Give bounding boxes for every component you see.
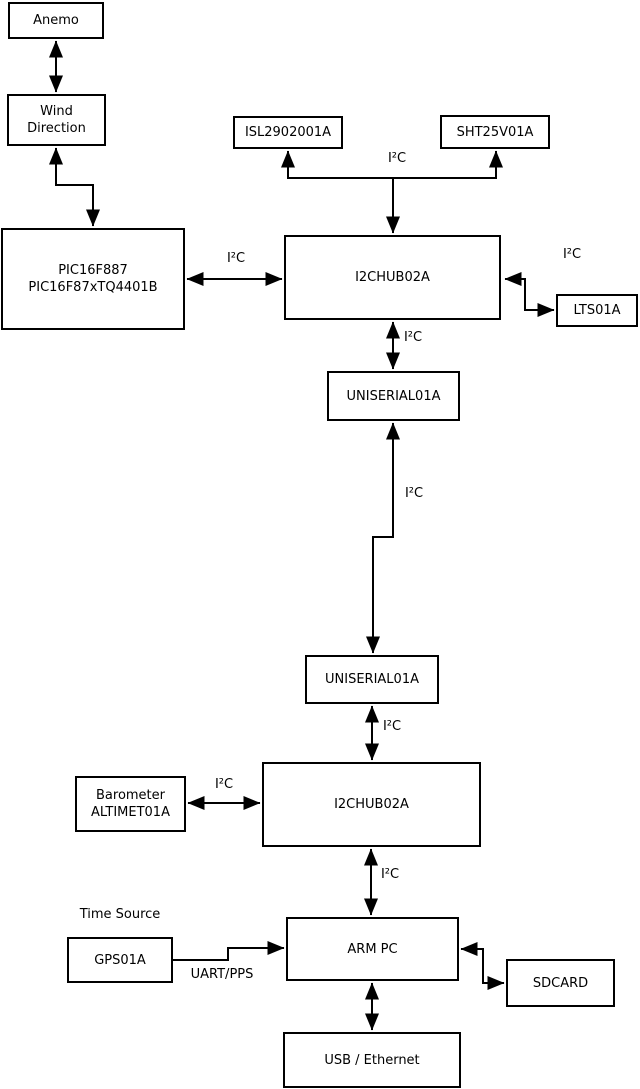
node-anemo-label: Anemo	[33, 13, 79, 28]
edge-i2chub1-lts	[504, 272, 555, 317]
node-wind-direction-label: Wind	[40, 104, 73, 119]
uart-pps-label: UART/PPS	[190, 967, 254, 982]
node-gps01a-label: GPS01A	[94, 952, 146, 968]
edge-wind-pic	[49, 147, 100, 227]
i2c-sensors-branch-label: I²C	[387, 151, 407, 166]
node-sdcard-label: SDCARD	[532, 975, 589, 991]
i2c-hub2-armpc-label: I²C	[380, 867, 400, 882]
node-uniserial01a-2-label: UNISERIAL01A	[325, 672, 419, 687]
node-barometer-label: ALTIMET01A	[91, 805, 170, 820]
edge-armpc-sdcard	[460, 942, 505, 990]
node-lts01a: LTS01A	[556, 294, 638, 327]
node-i2chub02a-1: I2CHUB02A	[284, 235, 501, 320]
node-i2chub02a-2: I2CHUB02A	[262, 762, 481, 847]
i2c-barometer-label: I²C	[214, 777, 234, 792]
node-i2chub02a-2-label: I2CHUB02A	[334, 797, 409, 812]
node-sht25v01a-label: SHT25V01A	[456, 124, 534, 140]
node-i2chub02a-1-label: I2CHUB02A	[355, 270, 430, 285]
node-lts01a-label: LTS01A	[573, 303, 621, 318]
i2c-hub1-uniserial1-label: I²C	[403, 330, 423, 345]
node-wind-direction-label: Direction	[27, 121, 86, 136]
node-uniserial01a-2: UNISERIAL01A	[305, 655, 439, 704]
node-uniserial01a-1-label: UNISERIAL01A	[346, 388, 441, 404]
node-barometer-label: Barometer	[96, 788, 165, 803]
node-anemo: Anemo	[8, 2, 104, 39]
edge-uniserial1-uniserial2	[366, 422, 400, 654]
node-gps01a: GPS01A	[67, 937, 173, 983]
node-uniserial01a-1: UNISERIAL01A	[327, 371, 460, 421]
i2c-uniserial-link-label: I²C	[404, 486, 424, 501]
node-isl2902001a: ISL2902001A	[233, 116, 343, 149]
node-sdcard: SDCARD	[506, 959, 615, 1007]
node-arm-pc: ARM PC	[286, 917, 459, 981]
i2c-lts-label: I²C	[562, 247, 582, 262]
edge-gps-armpc	[173, 941, 285, 961]
node-sht25v01a: SHT25V01A	[440, 115, 550, 149]
node-usb-ethernet-label: USB / Ethernet	[324, 1052, 420, 1068]
node-pic16f887-label: PIC16F87xTQ4401B	[28, 280, 158, 295]
time-source-label: Time Source	[79, 907, 161, 922]
node-isl2902001a-label: ISL2902001A	[244, 125, 332, 140]
node-arm-pc-label: ARM PC	[347, 941, 398, 957]
i2c-pic-hub-label: I²C	[226, 251, 246, 266]
node-usb-ethernet: USB / Ethernet	[283, 1032, 461, 1088]
node-pic16f887-label: PIC16F887	[58, 263, 128, 278]
i2c-uniserial2-hub2-label: I²C	[382, 719, 402, 734]
